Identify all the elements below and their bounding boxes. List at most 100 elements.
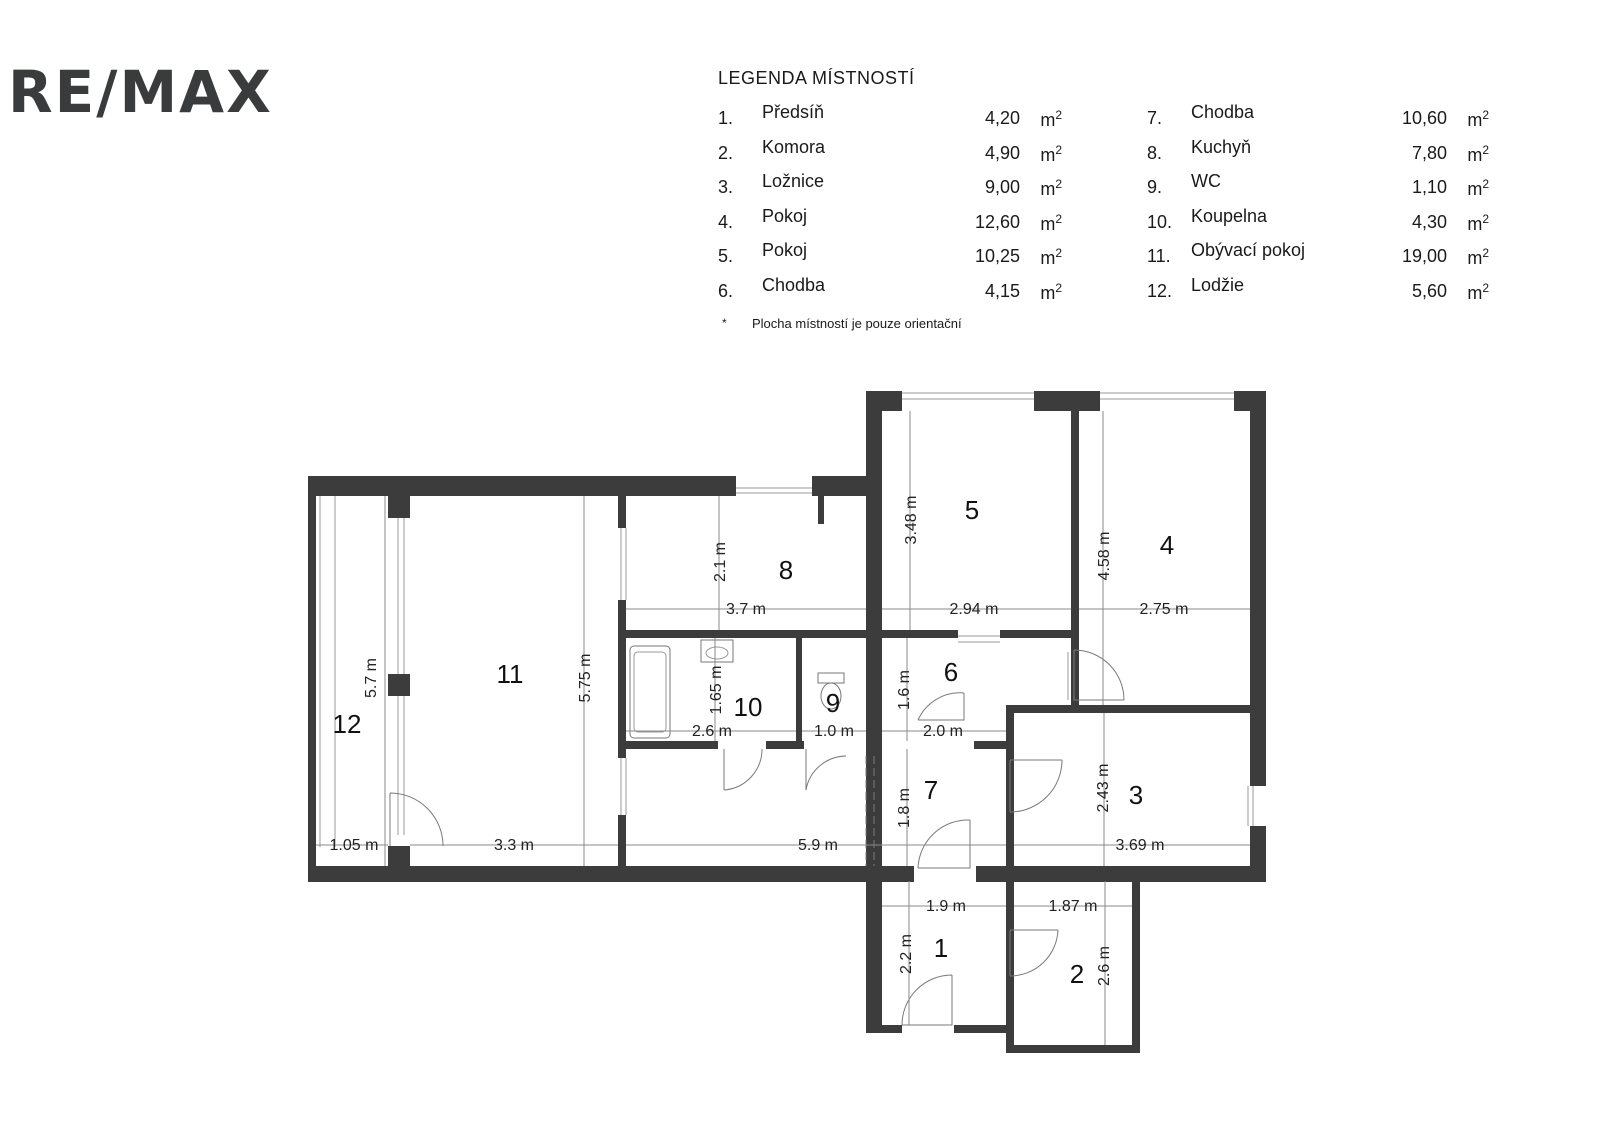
legend-row: 6. Chodba 4,15 m2 — [718, 275, 1062, 303]
legend-row: 10. Koupelna 4,30 m2 — [1147, 205, 1489, 234]
legend-room-name: Obývací pokoj — [1191, 240, 1306, 261]
legend-room-area: 1,10 — [1411, 177, 1447, 198]
area-note: Plocha místností je pouze orientační — [752, 316, 962, 331]
legend-area-unit: m2 — [1040, 142, 1062, 165]
room-labels: 1 2 3 4 5 6 7 8 9 10 11 12 — [333, 495, 1175, 989]
legend-area-unit: m2 — [1467, 177, 1489, 200]
dim-label: 4.58 m — [1096, 532, 1113, 581]
legend-room-number: 6. — [718, 281, 734, 301]
dim-label: 2.75 m — [1140, 601, 1189, 618]
dim-label: 3.7 m — [726, 601, 766, 618]
walls — [308, 391, 1266, 1053]
dimension-labels: 3.48 m 2.94 m 4.58 m 2.75 m 2.1 m 3.7 m … — [330, 496, 1189, 986]
legend-room-number: 11. — [1147, 246, 1171, 267]
legend-room-area: 9,00 — [984, 177, 1020, 198]
room-label-3: 3 — [1129, 780, 1143, 810]
note-mark: * — [722, 316, 727, 330]
washbasin — [700, 639, 734, 663]
legend-row: 5. Pokoj 10,25 m2 — [718, 240, 1062, 268]
dim-label: 2.2 m — [898, 934, 915, 974]
legend-room-area: 10,60 — [1401, 108, 1447, 128]
legend-area-unit: m2 — [1040, 177, 1062, 200]
legend-room-number: 4. — [718, 211, 734, 232]
room-label-9: 9 — [826, 688, 840, 718]
legend-room-number: 12. — [1147, 281, 1173, 301]
legend-row: 11. Obývací pokoj 19,00 m2 — [1147, 240, 1489, 268]
legend-area-unit: m2 — [1467, 108, 1489, 130]
legend-room-number: 3. — [718, 177, 734, 198]
dimension-lines — [316, 411, 1250, 1045]
dim-label: 5.7 m — [363, 658, 380, 698]
legend-area-unit: m2 — [1040, 281, 1062, 303]
dim-label: 2.94 m — [950, 601, 999, 618]
legend-room-number: 1. — [718, 108, 734, 128]
legend-room-area: 19,00 — [1401, 246, 1447, 267]
legend-room-name: WC — [1191, 171, 1221, 192]
legend-room-number: 2. — [718, 142, 734, 163]
legend-area-unit: m2 — [1467, 142, 1489, 165]
legend-room-name: Komora — [762, 136, 826, 157]
remax-logo: RE/MAX — [8, 58, 273, 126]
legend-room-name: Pokoj — [762, 205, 808, 226]
legend-room-area: 4,15 — [984, 281, 1020, 301]
legend-room-area: 7,80 — [1411, 142, 1447, 163]
legend-room-name: Koupelna — [1191, 205, 1268, 226]
legend-row: 1. Předsíň 4,20 m2 — [718, 102, 1062, 130]
dim-label: 3.48 m — [903, 496, 920, 545]
dim-label: 1.9 m — [926, 898, 966, 915]
legend-area-unit: m2 — [1467, 211, 1489, 234]
legend-room-area: 5,60 — [1411, 281, 1447, 301]
dim-label: 1.8 m — [896, 788, 913, 828]
toilet — [817, 672, 845, 710]
legend-room-area: 10,25 — [974, 246, 1020, 267]
room-label-6: 6 — [944, 657, 958, 687]
doors — [389, 649, 1125, 1026]
dim-label: 3.69 m — [1116, 837, 1165, 854]
dim-label: 1.05 m — [330, 837, 379, 854]
legend-room-name: Lodžie — [1191, 275, 1245, 295]
legend-row: 2. Komora 4,90 m2 — [718, 136, 1062, 165]
legend-area-unit: m2 — [1040, 211, 1062, 234]
legend-row: 8. Kuchyň 7,80 m2 — [1147, 136, 1489, 165]
dim-label: 3.3 m — [494, 837, 534, 854]
legend-room-name: Chodba — [1191, 102, 1255, 122]
dim-label: 1.65 m — [708, 666, 725, 715]
legend-room-name: Kuchyň — [1191, 136, 1252, 157]
dim-label: 2.6 m — [692, 723, 732, 740]
legend-room-number: 5. — [718, 246, 734, 267]
dim-label: 1.0 m — [814, 723, 854, 740]
room-label-4: 4 — [1160, 530, 1174, 560]
legend-room-area: 4,90 — [984, 142, 1020, 163]
legend-room-number: 10. — [1147, 211, 1173, 232]
bathtub — [629, 645, 671, 739]
dim-label: 1.6 m — [896, 670, 913, 710]
legend-room-name: Předsíň — [762, 102, 825, 122]
legend-room-name: Ložnice — [762, 171, 825, 192]
dim-label: 2.6 m — [1096, 946, 1113, 986]
legend-area-unit: m2 — [1040, 246, 1062, 269]
legend-area-unit: m2 — [1467, 246, 1489, 269]
dim-label: 5.9 m — [798, 837, 838, 854]
legend-room-area: 4,20 — [984, 108, 1020, 128]
room-label-2: 2 — [1070, 959, 1084, 989]
legend-row: 3. Ložnice 9,00 m2 — [718, 171, 1062, 199]
dim-label: 1.87 m — [1049, 898, 1098, 915]
legend-area-unit: m2 — [1040, 108, 1062, 130]
legend-room-area: 4,30 — [1411, 211, 1447, 232]
legend-room-name: Pokoj — [762, 240, 808, 261]
legend-area-unit: m2 — [1467, 281, 1489, 303]
legend-title: LEGENDA MÍSTNOSTÍ — [718, 68, 915, 88]
room-label-1: 1 — [934, 933, 948, 963]
legend-room-number: 8. — [1147, 142, 1163, 163]
dim-label: 2.1 m — [712, 542, 729, 582]
dim-label: 2.0 m — [923, 723, 963, 740]
room-label-8: 8 — [779, 555, 793, 585]
room-label-10: 10 — [734, 692, 763, 722]
legend-room-number: 9. — [1147, 177, 1163, 198]
room-label-12: 12 — [333, 709, 362, 739]
legend-room-name: Chodba — [762, 275, 826, 295]
legend-row: 12. Lodžie 5,60 m2 — [1147, 275, 1489, 303]
dim-label: 5.75 m — [577, 654, 594, 703]
